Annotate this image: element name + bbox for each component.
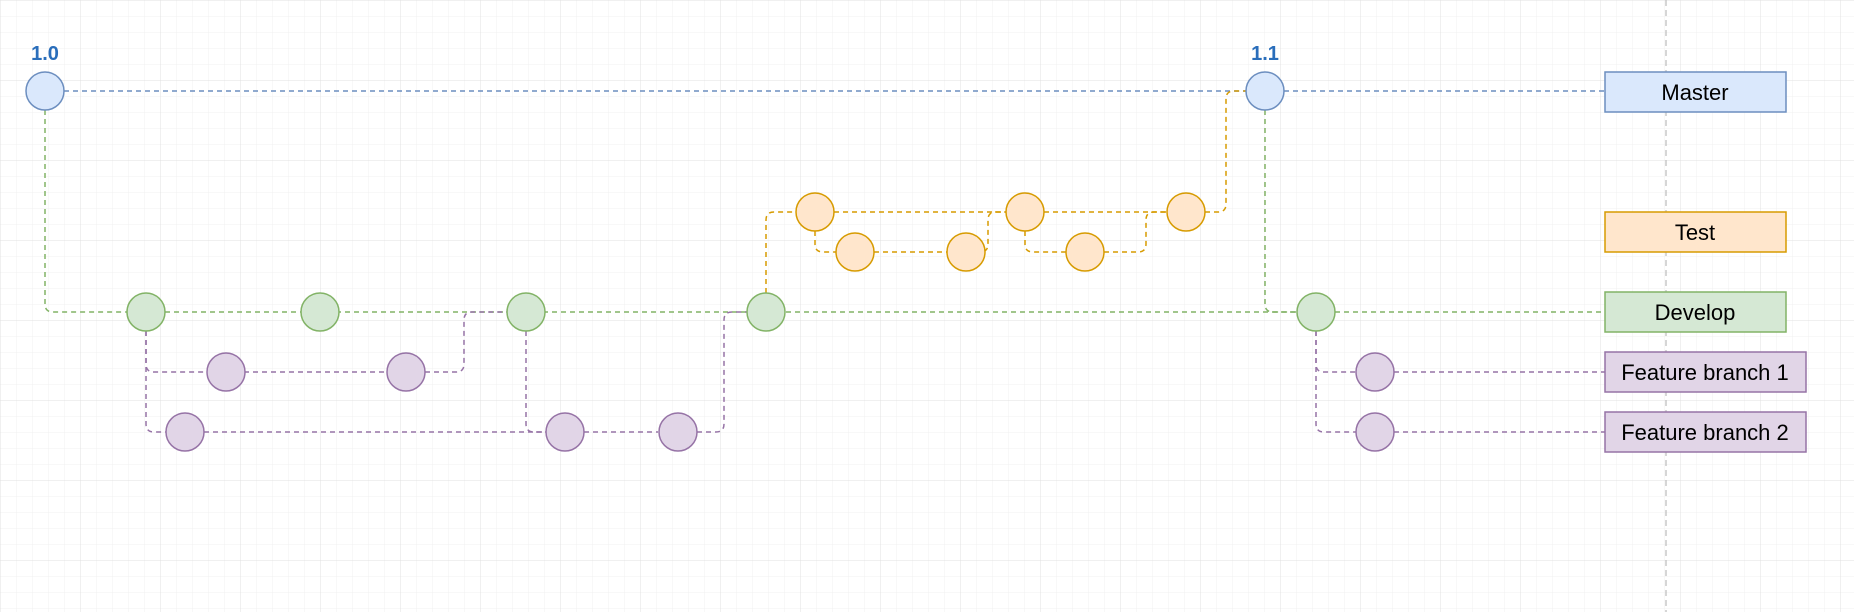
test-commit-4[interactable]	[1005, 192, 1045, 232]
test-commit-3[interactable]	[946, 232, 986, 272]
feature1-branch-out-2	[1315, 331, 1356, 373]
develop-commit-2[interactable]	[300, 292, 340, 332]
master-commit-2[interactable]	[1245, 71, 1285, 111]
feature2-branch-out-2	[1315, 331, 1356, 433]
master-commit-1[interactable]	[25, 71, 65, 111]
lane-label-develop[interactable]: Develop	[1604, 291, 1787, 333]
feature1-commit-3[interactable]	[1355, 352, 1395, 392]
test-commit-1[interactable]	[795, 192, 835, 232]
version-tag-1-1: 1.1	[1251, 43, 1279, 65]
develop-commit-3[interactable]	[506, 292, 546, 332]
test-commit-2[interactable]	[835, 232, 875, 272]
develop-branch-from-master	[44, 110, 127, 313]
lane-label-test[interactable]: Test	[1604, 211, 1787, 253]
feature1-commit-2[interactable]	[386, 352, 426, 392]
test-commit-5[interactable]	[1065, 232, 1105, 272]
lane-label-master[interactable]: Master	[1604, 71, 1787, 113]
lane-label-master-text: Master	[1661, 80, 1728, 105]
feature2-merge	[697, 311, 747, 433]
lane-label-feature-1-text: Feature branch 1	[1621, 360, 1789, 385]
branch-connectors	[44, 90, 1605, 433]
test-down-2	[1024, 231, 1066, 253]
version-tag-1-0: 1.0	[31, 43, 59, 65]
feature2-branch-from-develop	[525, 331, 546, 433]
lane-label-develop-text: Develop	[1655, 300, 1736, 325]
feature2-commit-3[interactable]	[658, 412, 698, 452]
lane-label-test-text: Test	[1675, 220, 1715, 245]
test-commit-6[interactable]	[1166, 192, 1206, 232]
test-branch-out	[765, 211, 796, 293]
feature1-branch-out	[145, 331, 207, 373]
feature2-commit-1[interactable]	[165, 412, 205, 452]
test-up-2	[1104, 211, 1167, 253]
lane-label-feature-2[interactable]: Feature branch 2	[1604, 411, 1807, 453]
feature2-branch-out	[145, 331, 166, 433]
feature2-commit-4[interactable]	[1355, 412, 1395, 452]
master-to-develop	[1264, 110, 1296, 313]
feature1-merge	[425, 311, 507, 373]
feature2-commit-2[interactable]	[545, 412, 585, 452]
lane-label-feature-1[interactable]: Feature branch 1	[1604, 351, 1807, 393]
develop-commit-5[interactable]	[1296, 292, 1336, 332]
develop-commit-1[interactable]	[126, 292, 166, 332]
test-down-1	[814, 231, 836, 253]
develop-commit-4[interactable]	[746, 292, 786, 332]
lane-label-feature-2-text: Feature branch 2	[1621, 420, 1789, 445]
feature1-commit-1[interactable]	[206, 352, 246, 392]
